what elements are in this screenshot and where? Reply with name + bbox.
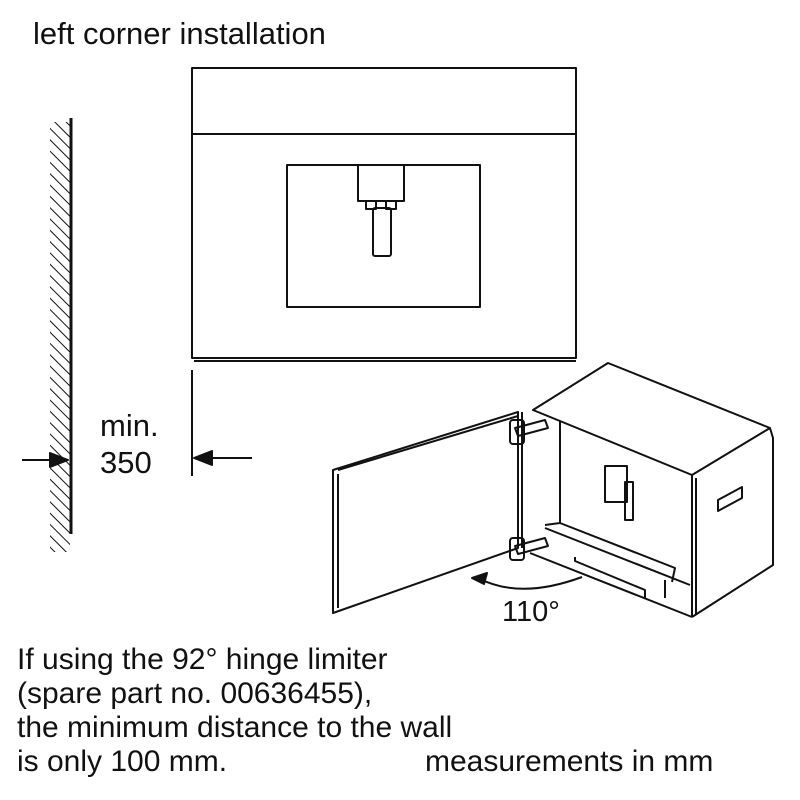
appliance-front-view bbox=[191, 67, 577, 362]
diagram-title: left corner installation bbox=[33, 16, 326, 51]
hinge-limiter-note: If using the 92° hinge limiter (spare pa… bbox=[17, 643, 452, 779]
dimension-label-min: min. bbox=[100, 408, 159, 443]
dimension-value: 350 bbox=[100, 445, 152, 480]
note-line: is only 100 mm. bbox=[17, 745, 228, 778]
note-line: the minimum distance to the wall bbox=[17, 711, 453, 744]
angle-label: 110° bbox=[502, 596, 560, 628]
dispenser-spout bbox=[357, 164, 405, 257]
hinge-top bbox=[509, 419, 549, 445]
dimension-lines bbox=[22, 370, 252, 476]
cabinet-top bbox=[532, 362, 771, 476]
hinge-bottom bbox=[509, 537, 549, 561]
wall bbox=[50, 118, 73, 552]
side-handle bbox=[717, 486, 743, 512]
appliance-open-door-view bbox=[332, 362, 774, 618]
door bbox=[332, 411, 519, 614]
units-label: measurements in mm bbox=[425, 745, 714, 778]
note-line: (spare part no. 00636455), bbox=[17, 677, 373, 710]
inner-spout bbox=[604, 465, 628, 503]
swing-arc bbox=[477, 576, 583, 590]
note-line: If using the 92° hinge limiter bbox=[17, 643, 388, 676]
